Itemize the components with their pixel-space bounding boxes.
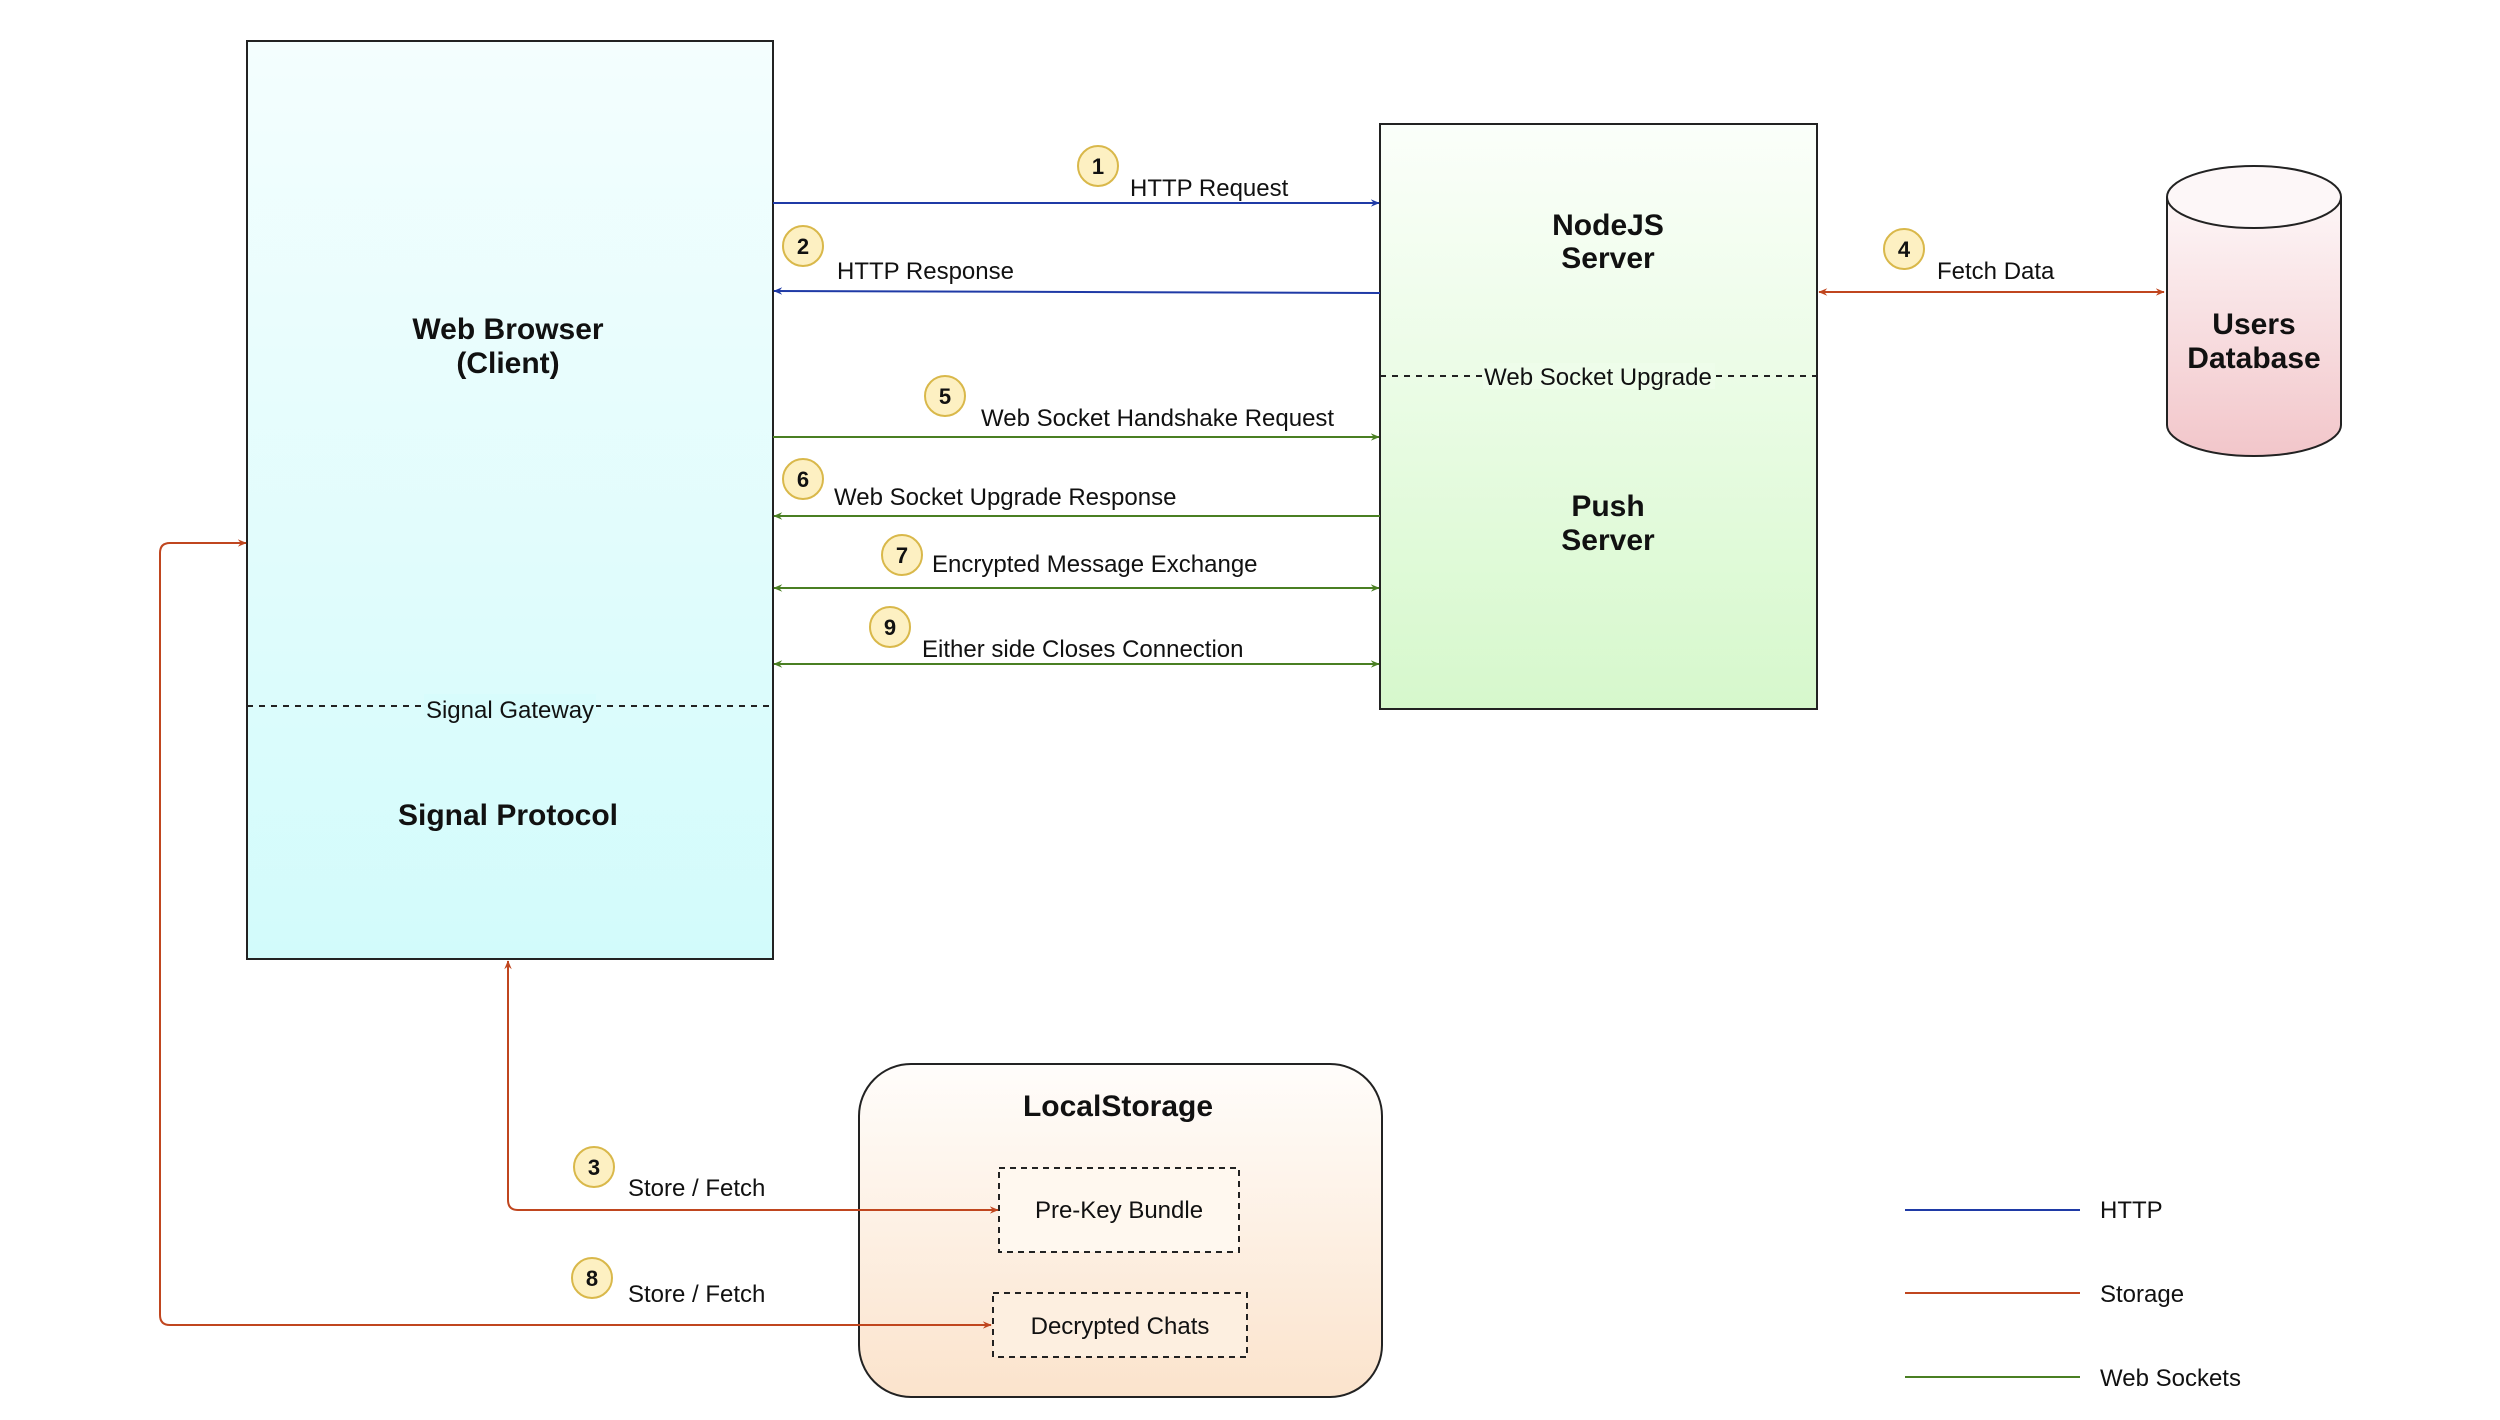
decrypted-chats-box: [992, 1292, 1248, 1358]
decrypted-chats-label: Decrypted Chats: [1031, 1313, 1210, 1340]
signal-protocol-title: Signal Protocol: [398, 799, 618, 832]
edge-ws-handshake-request: 5 Web Socket Handshake Request: [773, 375, 1380, 441]
edge-label-4: Fetch Data: [1937, 258, 2055, 285]
users-database-title: Users: [2212, 308, 2295, 341]
edge-label-7: Encrypted Message Exchange: [932, 551, 1258, 578]
edge-fetch-data: 4 Fetch Data: [1818, 228, 2165, 296]
step-badge-6: 6: [797, 467, 809, 492]
edge-label-5: Web Socket Handshake Request: [981, 405, 1334, 432]
edge-label-6: Web Socket Upgrade Response: [834, 484, 1176, 511]
legend-label-storage: Storage: [2100, 1281, 2184, 1308]
edge-ws-upgrade-response: 6 Web Socket Upgrade Response: [773, 458, 1380, 520]
legend-label-web-sockets: Web Sockets: [2100, 1365, 2241, 1392]
step-badge-1: 1: [1092, 154, 1104, 179]
users-database-subtitle: Database: [2187, 342, 2320, 375]
web-browser-node: Signal Gateway Web Browser (Client) Sign…: [246, 40, 774, 960]
edge-encrypted-message-exchange: 7 Encrypted Message Exchange: [773, 534, 1380, 592]
localstorage-node: LocalStorage Pre-Key Bundle Decrypted Ch…: [858, 1063, 1383, 1398]
signal-gateway-label: Signal Gateway: [426, 697, 594, 724]
step-badge-3: 3: [588, 1155, 600, 1180]
step-badge-2: 2: [797, 234, 809, 259]
push-server-subtitle: Server: [1561, 524, 1655, 557]
nodejs-server-node: Web Socket Upgrade NodeJS Server Push Se…: [1379, 123, 1818, 710]
step-badge-7: 7: [896, 543, 908, 568]
legend: HTTP Storage Web Sockets: [1905, 1197, 2241, 1392]
nodejs-server-title: NodeJS: [1552, 209, 1664, 242]
localstorage-title: LocalStorage: [1023, 1090, 1213, 1123]
edge-label-8: Store / Fetch: [628, 1281, 765, 1308]
edge-label-9: Either side Closes Connection: [922, 636, 1244, 663]
pre-key-bundle-box: [998, 1167, 1240, 1253]
nodejs-server-subtitle: Server: [1561, 242, 1655, 275]
step-badge-4: 4: [1898, 237, 1911, 262]
web-browser-subtitle: (Client): [456, 347, 559, 380]
pre-key-bundle-label: Pre-Key Bundle: [1035, 1197, 1203, 1224]
edge-label-1: HTTP Request: [1130, 175, 1289, 202]
web-browser-title: Web Browser: [412, 313, 603, 346]
edge-http-request: 1 HTTP Request: [773, 145, 1380, 207]
edge-close-connection: 9 Either side Closes Connection: [773, 606, 1380, 668]
edge-http-response: 2 HTTP Response: [773, 225, 1381, 295]
push-server-title: Push: [1571, 490, 1644, 523]
step-badge-5: 5: [939, 384, 951, 409]
legend-label-http: HTTP: [2100, 1197, 2163, 1224]
edge-store-fetch-chats: 8 Store / Fetch: [159, 539, 992, 1329]
web-socket-upgrade-label: Web Socket Upgrade: [1484, 364, 1712, 391]
step-badge-8: 8: [586, 1266, 598, 1291]
step-badge-9: 9: [884, 615, 896, 640]
users-database-node: Users Database: [2166, 165, 2342, 457]
edge-label-2: HTTP Response: [837, 258, 1014, 285]
edge-label-3: Store / Fetch: [628, 1175, 765, 1202]
